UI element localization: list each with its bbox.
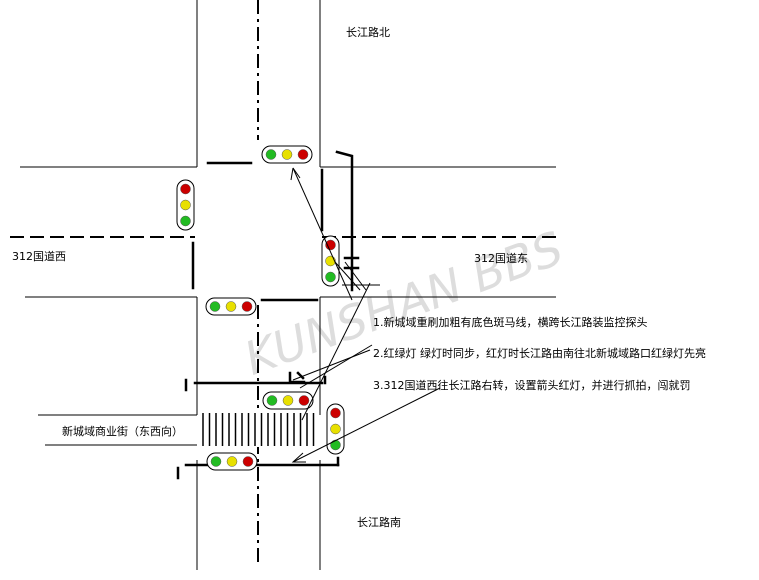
watermark: KUNSHAN BBS <box>237 221 569 386</box>
green-lamp <box>266 395 278 406</box>
labels: 长江路北 长江路南 312国道西 312国道东 新城域商业街（东西向） <box>12 26 528 529</box>
traffic-light-north <box>261 145 313 164</box>
road-edges <box>20 0 556 570</box>
traffic-light-crossing-upper <box>262 391 314 410</box>
yellow-lamp <box>330 423 341 435</box>
traffic-light-crossing-right <box>326 403 345 455</box>
annotation-arrows <box>290 167 441 463</box>
green-lamp <box>330 439 341 451</box>
yellow-lamp <box>225 301 237 312</box>
red-lamp <box>298 395 310 406</box>
red-lamp <box>330 407 341 419</box>
arrow-note1-to-north-light-head2 <box>292 167 301 179</box>
arrow-note2-to-crossing <box>292 349 371 381</box>
green-lamp <box>265 149 277 160</box>
green-lamp <box>209 301 221 312</box>
yellow-lamp <box>226 456 238 467</box>
traffic-light-crossing-lower <box>206 452 258 471</box>
arrow-note3-to-crossing <box>301 282 371 421</box>
label-side-street: 新城域商业街（东西向） <box>62 424 183 438</box>
turn-arrow-tip <box>296 371 305 380</box>
traffic-light-west <box>176 179 195 231</box>
label-south: 长江路南 <box>357 516 401 529</box>
notes: 1.新城域重刷加粗有底色斑马线，横跨长江路装监控探头 2.红绿灯 绿灯时同步，红… <box>373 315 706 392</box>
note-2: 2.红绿灯 绿灯时同步，红灯时长江路由南往北新城域路口红绿灯先亮 <box>373 346 706 360</box>
yellow-lamp <box>325 255 336 267</box>
label-north: 长江路北 <box>346 26 390 39</box>
note-1: 1.新城域重刷加粗有底色斑马线，横跨长江路装监控探头 <box>373 315 648 329</box>
green-lamp <box>180 215 191 227</box>
east-lane-marker <box>335 150 354 292</box>
yellow-lamp <box>180 199 191 211</box>
label-west: 312国道西 <box>12 249 66 263</box>
note-3: 3.312国道西往长江路右转，设置箭头红灯，并进行抓拍，闯就罚 <box>373 378 691 392</box>
red-lamp <box>180 183 191 195</box>
arrow-note1-to-north-light <box>292 167 353 301</box>
arrow-note3-to-south-light-head <box>291 452 306 463</box>
zebra-crossing <box>200 413 318 447</box>
arrow-note1-to-north-light-head <box>290 167 294 181</box>
yellow-lamp <box>282 395 294 406</box>
arrow-note2-to-crossing-2 <box>299 344 373 389</box>
zebra-area <box>200 413 318 447</box>
yellow-lamp <box>281 149 293 160</box>
red-lamp <box>297 149 309 160</box>
green-lamp <box>210 456 222 467</box>
red-lamp <box>242 456 254 467</box>
label-east: 312国道东 <box>474 251 528 265</box>
red-lamp <box>241 301 253 312</box>
watermark-text: KUNSHAN BBS <box>237 221 569 386</box>
green-lamp <box>325 271 336 283</box>
turn-arrow-mark <box>288 371 306 384</box>
traffic-light-south-upper <box>205 297 257 316</box>
stop-lines <box>176 150 360 480</box>
arrow-note3-to-south-light <box>292 387 441 463</box>
traffic-light-east <box>321 235 340 287</box>
traffic-lights <box>176 145 345 471</box>
